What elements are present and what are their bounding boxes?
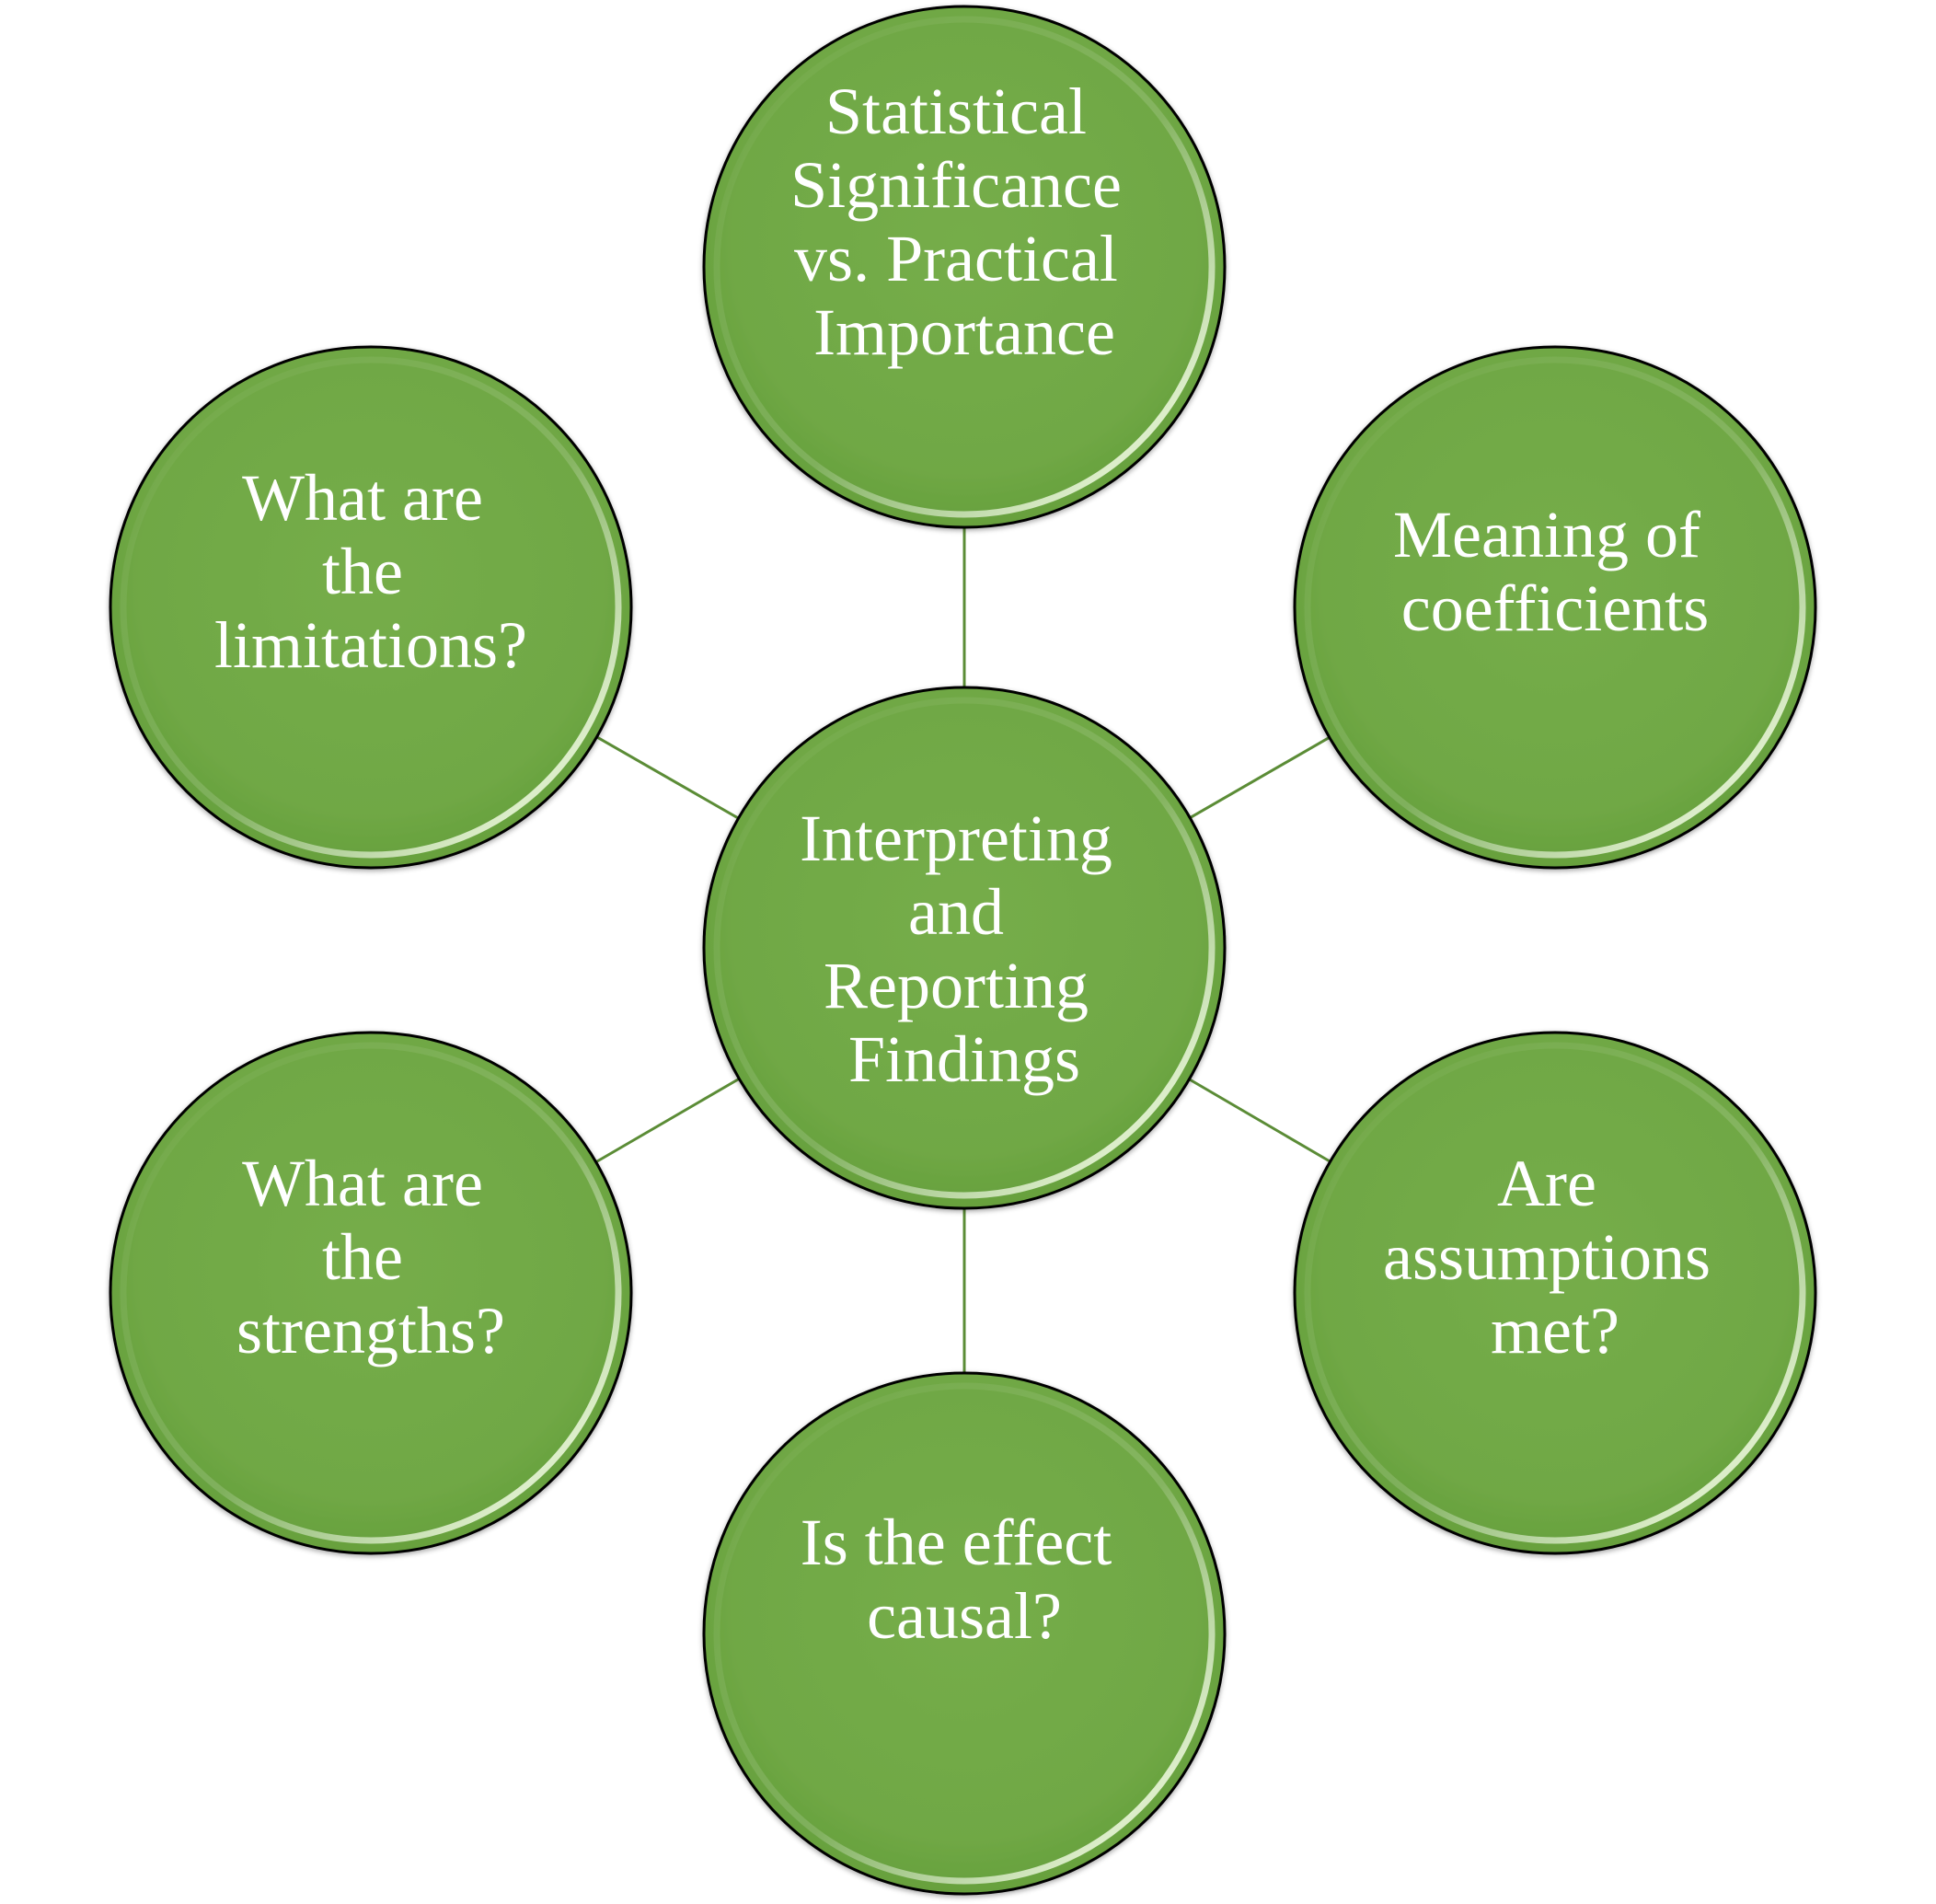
center-label-line: Reporting — [824, 949, 1089, 1022]
node-circle — [702, 1371, 1227, 1896]
node-rim-highlight — [1304, 356, 1806, 859]
connector-line — [595, 735, 740, 820]
connector-lines — [594, 527, 1331, 1373]
center-circle — [702, 686, 1227, 1210]
node-label-line: met? — [1491, 1294, 1619, 1367]
node-label: Statistical Significance vs. Practical I… — [790, 75, 1138, 369]
node-label-line: What are — [242, 461, 483, 535]
node-label: What are the limitations? — [214, 461, 527, 682]
node-assumptions-met: Are assumptions met? — [1293, 1031, 1817, 1555]
node-label-line: assumptions — [1383, 1220, 1711, 1294]
center-rim-highlight — [713, 697, 1216, 1199]
node-label-line: Importance — [813, 295, 1115, 369]
center-label-line: Findings — [848, 1022, 1080, 1096]
node-label: What are the strengths? — [236, 1147, 505, 1367]
node-label-line: What are — [242, 1147, 483, 1220]
node-rim-highlight — [1304, 1042, 1806, 1544]
connector-line — [594, 1077, 741, 1164]
node-rim-highlight — [120, 356, 622, 859]
node-effect-causal: Is the effect causal? — [702, 1371, 1227, 1896]
node-label-line: causal? — [867, 1579, 1062, 1653]
node-label-line: Is the effect — [801, 1506, 1112, 1579]
node-label-line: vs. Practical — [794, 222, 1118, 295]
node-meaning-of-coefficients: Meaning of coefficients — [1293, 345, 1817, 870]
node-label: Meaning of coefficients — [1393, 498, 1717, 645]
center-label-line: and — [908, 875, 1004, 949]
node-label-line: Meaning of — [1393, 498, 1700, 571]
node-label-line: Statistical — [825, 75, 1087, 148]
center-node: Interpreting and Reporting Findings — [702, 686, 1227, 1210]
node-label-line: Significance — [790, 148, 1122, 222]
node-label: Are assumptions met? — [1383, 1147, 1727, 1367]
node-circle — [702, 5, 1227, 529]
node-rim-highlight — [120, 1042, 622, 1544]
node-label-line: coefficients — [1401, 571, 1710, 645]
node-label-line: the — [322, 1220, 403, 1294]
node-label-line: limitations? — [214, 608, 527, 682]
node-strengths: What are the strengths? — [109, 1031, 633, 1555]
node-statistical-significance: Statistical Significance vs. Practical I… — [702, 5, 1227, 529]
node-label-line: the — [322, 535, 403, 608]
center-label-line: Interpreting — [800, 802, 1112, 875]
node-rim-highlight — [713, 16, 1216, 518]
node-circle — [1293, 1031, 1817, 1555]
connector-line — [1188, 1078, 1331, 1163]
node-label-line: Are — [1497, 1147, 1596, 1220]
node-circle — [109, 1031, 633, 1555]
connector-line — [1189, 736, 1331, 819]
node-limitations: What are the limitations? — [109, 345, 633, 870]
node-rim-highlight — [713, 1382, 1216, 1885]
center-label: Interpreting and Reporting Findings — [800, 802, 1129, 1096]
node-label-line: strengths? — [236, 1294, 505, 1367]
node-label: Is the effect causal? — [801, 1506, 1128, 1653]
node-circle — [109, 345, 633, 870]
node-circle — [1293, 345, 1817, 870]
